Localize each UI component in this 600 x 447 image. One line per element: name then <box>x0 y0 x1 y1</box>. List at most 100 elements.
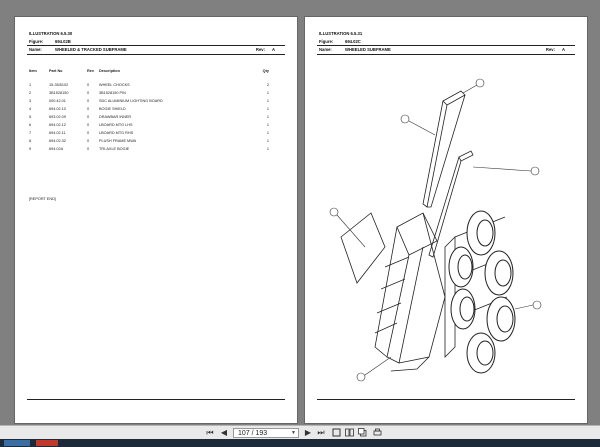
col-item: Item <box>29 69 37 73</box>
cell-qty: 1 <box>266 107 269 111</box>
cell-rev: 0 <box>87 99 90 103</box>
cell-part: 3B1528150 <box>49 91 69 95</box>
illustration-title: ILLUSTRATION 6.5.31 <box>319 31 363 36</box>
exploded-subframe-drawing <box>329 78 542 382</box>
table-row: 4 694.02.10 0 BOGIE SHIELD 1 <box>29 107 283 115</box>
document-viewport[interactable]: ILLUSTRATION 6.5.30 Figure: 694.02B Name… <box>0 0 600 425</box>
next-page-button[interactable]: ▶ <box>304 428 312 437</box>
cell-item: 2 <box>29 91 32 95</box>
page-left: ILLUSTRATION 6.5.30 Figure: 694.02B Name… <box>14 16 298 424</box>
callout-leader <box>462 84 478 94</box>
cell-item: 5 <box>29 115 32 119</box>
figure-label: Figure: <box>319 39 334 44</box>
start-button[interactable] <box>4 440 30 446</box>
callout-bubble <box>329 207 339 217</box>
bogie-shield-part <box>340 212 386 284</box>
two-page-icon[interactable] <box>344 428 354 438</box>
cell-rev: 0 <box>87 123 90 127</box>
page-number-input[interactable]: 107 / 193 ▼ <box>233 428 299 438</box>
rev-value: A <box>561 47 565 52</box>
cell-rev: 0 <box>87 107 90 111</box>
cell-part: 693.02.09 <box>49 115 66 119</box>
cell-item: 1 <box>29 83 32 87</box>
cell-qty: 1 <box>266 139 269 143</box>
name-label: Name: <box>319 47 332 52</box>
pdf-app-icon[interactable] <box>36 440 58 446</box>
footer-rule <box>27 399 285 401</box>
fit-page-icon[interactable] <box>331 428 341 438</box>
previous-page-button[interactable]: ◀ <box>220 428 228 437</box>
last-page-button[interactable]: ⏭ <box>317 428 325 437</box>
cell-qty: 1 <box>266 91 269 95</box>
callout-leader <box>408 120 436 136</box>
lighting-board-part <box>422 90 466 208</box>
figure-row: Figure: 694.02B <box>29 39 283 44</box>
navigation-toolbar: ⏮ ◀ 107 / 193 ▼ ▶ ⏭ <box>0 425 600 439</box>
copy-icon[interactable] <box>357 428 367 438</box>
table-row: 8 694.02.32 0 PLUSH FRAME MWA 1 <box>29 139 283 147</box>
callout-leader <box>514 304 534 310</box>
table-row: 5 693.02.09 0 DRAWBAR INNER 1 <box>29 115 283 123</box>
cell-rev: 0 <box>87 91 90 95</box>
callout-bubble <box>356 372 366 382</box>
tri-axle-wheels <box>448 210 516 374</box>
cell-part: 15-35/5102 <box>49 83 69 87</box>
cell-part: 694.02.32 <box>49 139 66 143</box>
divider <box>317 54 575 55</box>
col-part: Part No <box>49 69 63 73</box>
cell-item: 6 <box>29 123 32 127</box>
divider <box>27 45 285 46</box>
wheel-icon <box>450 288 476 330</box>
table-row: 9 694.02A 0 TRI-AXLE BOGIE 1 <box>29 147 283 155</box>
chevron-down-icon[interactable]: ▼ <box>291 430 296 436</box>
os-taskbar <box>0 439 600 447</box>
cell-part: 000.42.01 <box>49 99 66 103</box>
rev-label: Rev: <box>545 47 555 52</box>
first-page-button[interactable]: ⏮ <box>206 428 214 437</box>
cell-part: 694.02.11 <box>49 131 66 135</box>
name-row: Name: WHEELED SUBFRAME Rev: A <box>319 47 573 52</box>
callout-bubble <box>475 78 485 88</box>
cell-qty: 1 <box>266 131 269 135</box>
page-right: ILLUSTRATION 6.5.31 Figure: 694.02C Name… <box>304 16 588 424</box>
cell-desc: TRI-AXLE BOGIE <box>99 147 130 151</box>
name-label: Name: <box>29 47 42 52</box>
lboard-mounting-part <box>428 150 474 258</box>
cell-desc: LBOARD MTG LHS <box>99 123 133 127</box>
cell-rev: 0 <box>87 131 90 135</box>
cell-desc: WHEEL CHOCKS <box>99 83 130 87</box>
cell-desc: LBOARD MTG RHS <box>99 131 134 135</box>
callout-leader <box>472 166 532 172</box>
print-icon[interactable] <box>372 428 382 438</box>
cell-desc: DRAWBAR INNER <box>99 115 132 119</box>
cell-part: 694.02A <box>49 147 64 151</box>
figure-value: 694.02C <box>345 39 361 44</box>
cell-desc: BOGIE SHIELD <box>99 107 126 111</box>
table-row: 1 15-35/5102 0 WHEEL CHOCKS 2 <box>29 83 283 91</box>
cell-part: 694.02.10 <box>49 107 66 111</box>
callout-bubble <box>530 166 540 176</box>
table-row: 3 000.42.01 0 SDC ALUMINIUM LIGHTING BOA… <box>29 99 283 107</box>
rev-label: Rev: <box>255 47 265 52</box>
col-rev: Rev <box>87 69 94 73</box>
figure-value: 694.02B <box>55 39 71 44</box>
cell-qty: 1 <box>266 115 269 119</box>
name-value: WHEELED & TRACKED SUBFRAME <box>55 47 127 52</box>
cell-item: 8 <box>29 139 32 143</box>
callout-bubble <box>400 114 410 124</box>
illustration-title: ILLUSTRATION 6.5.30 <box>29 31 73 36</box>
table-row: 2 3B1528150 0 3B1528150 PIN 1 <box>29 91 283 99</box>
callout-leader <box>364 356 392 376</box>
rev-value: A <box>271 47 275 52</box>
cell-qty: 2 <box>266 83 269 87</box>
table-row: 7 694.02.11 0 LBOARD MTG RHS 1 <box>29 131 283 139</box>
cell-desc: 3B1528150 PIN <box>99 91 126 95</box>
cell-desc: PLUSH FRAME MWA <box>99 139 137 143</box>
wheel-icon <box>466 210 496 256</box>
cell-item: 9 <box>29 147 32 151</box>
cell-item: 4 <box>29 107 32 111</box>
page-indicator: 107 / 193 <box>238 430 268 437</box>
col-qty: Qty <box>262 69 269 73</box>
footer-rule <box>317 399 575 401</box>
cell-item: 7 <box>29 131 32 135</box>
